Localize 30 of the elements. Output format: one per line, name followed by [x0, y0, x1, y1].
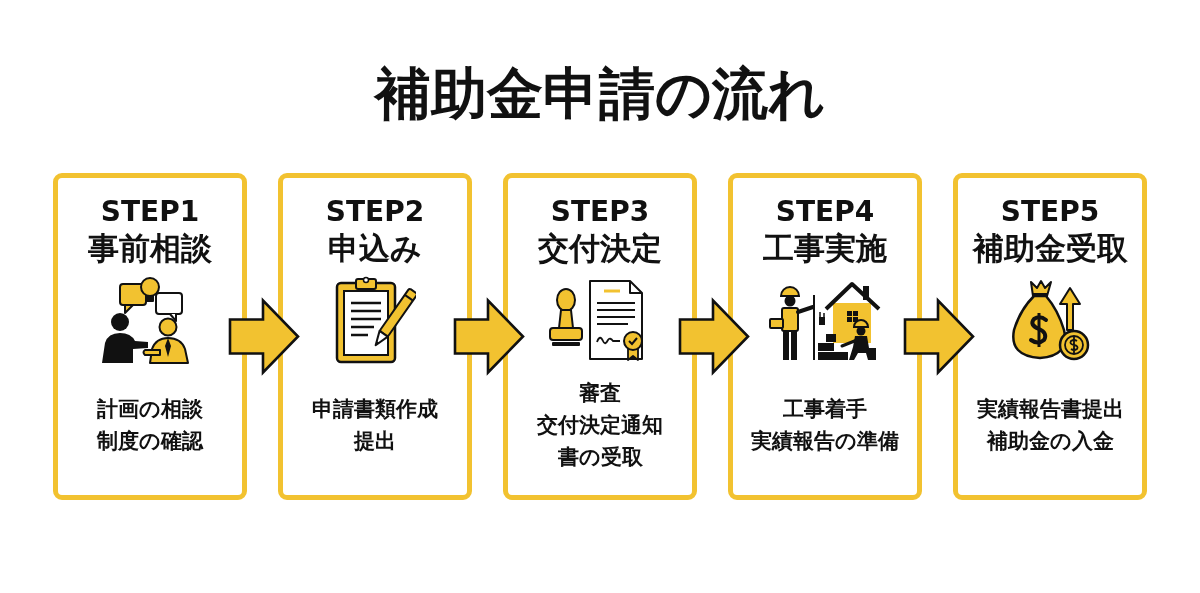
step-description: 申請書類作成	[312, 396, 438, 423]
block-arrow	[453, 297, 525, 376]
step-card	[278, 173, 472, 500]
step-card	[728, 173, 922, 500]
step-description: 工事着手	[783, 396, 867, 423]
step-description: 審査	[579, 380, 621, 407]
step-description: 計画の相談	[97, 396, 203, 423]
step-description: 補助金の入金	[986, 428, 1114, 455]
step-title: 事前相談	[88, 229, 212, 267]
step-description: 制度の確認	[97, 428, 203, 455]
step-number: STEP3	[550, 195, 650, 229]
step-title: 申込み	[328, 229, 422, 267]
block-arrow	[228, 297, 300, 376]
step-card	[503, 173, 697, 500]
step-description: 実績報告の準備	[751, 428, 899, 455]
step-description: 実績報告書提出	[976, 396, 1124, 423]
step-title: 工事実施	[763, 229, 887, 267]
step-number: STEP5	[1000, 195, 1100, 229]
step-number: STEP1	[100, 195, 200, 229]
step-number: STEP4	[775, 195, 875, 229]
block-arrow	[678, 297, 750, 376]
step-description: 提出	[354, 428, 396, 455]
step-card	[953, 173, 1147, 500]
diagram-title: 補助金申請の流れ	[375, 60, 825, 128]
step-title: 交付決定	[538, 229, 662, 267]
step-description: 交付決定通知書の受取	[536, 412, 664, 471]
step-title: 補助金受取	[972, 229, 1128, 267]
block-arrow	[903, 297, 975, 376]
step-number: STEP2	[325, 195, 425, 229]
step-card	[53, 173, 247, 500]
